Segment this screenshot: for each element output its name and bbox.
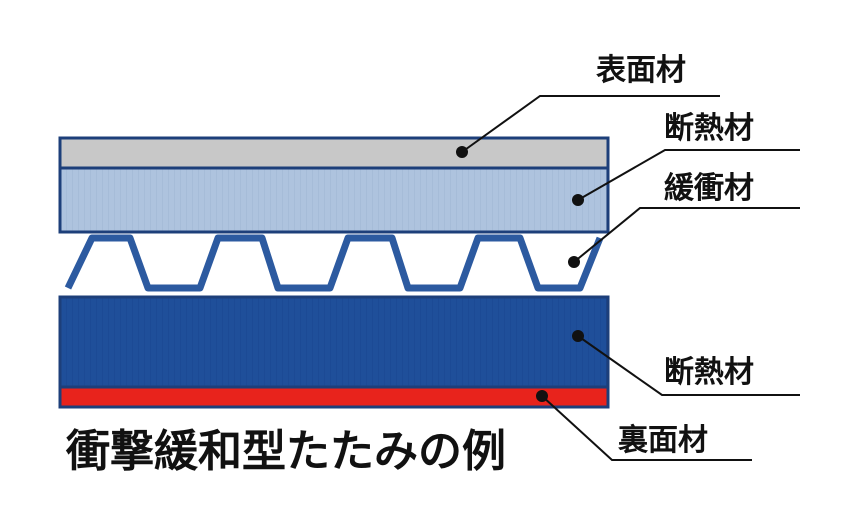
top-surface-layer: [58, 136, 610, 170]
label-back-surface: 裏面材: [618, 423, 708, 458]
label-top-insulation: 断熱材: [664, 111, 754, 146]
bottom-insulation-layer: [58, 295, 610, 389]
dot-bottom-insulation: [572, 330, 584, 342]
back-surface-layer: [58, 385, 610, 409]
diagram-caption: 衝撃緩和型たたみの例: [65, 426, 506, 477]
label-cushion: 緩衝材: [664, 171, 754, 206]
leader-cushion: [573, 207, 800, 263]
label-top-surface: 表面材: [596, 53, 686, 88]
dot-top-insulation: [572, 194, 584, 206]
dot-cushion: [568, 256, 580, 268]
leader-top-surface: [461, 95, 720, 153]
leader-bottom-insulation: [577, 335, 800, 396]
leader-back-surface: [541, 395, 752, 461]
top-insulation-layer: [58, 166, 610, 234]
dot-top-surface: [456, 146, 468, 158]
cushion-layer: [64, 234, 604, 292]
dot-back-surface: [536, 390, 548, 402]
label-bottom-insulation: 断熱材: [664, 355, 754, 390]
leader-top-insulation: [577, 149, 800, 201]
